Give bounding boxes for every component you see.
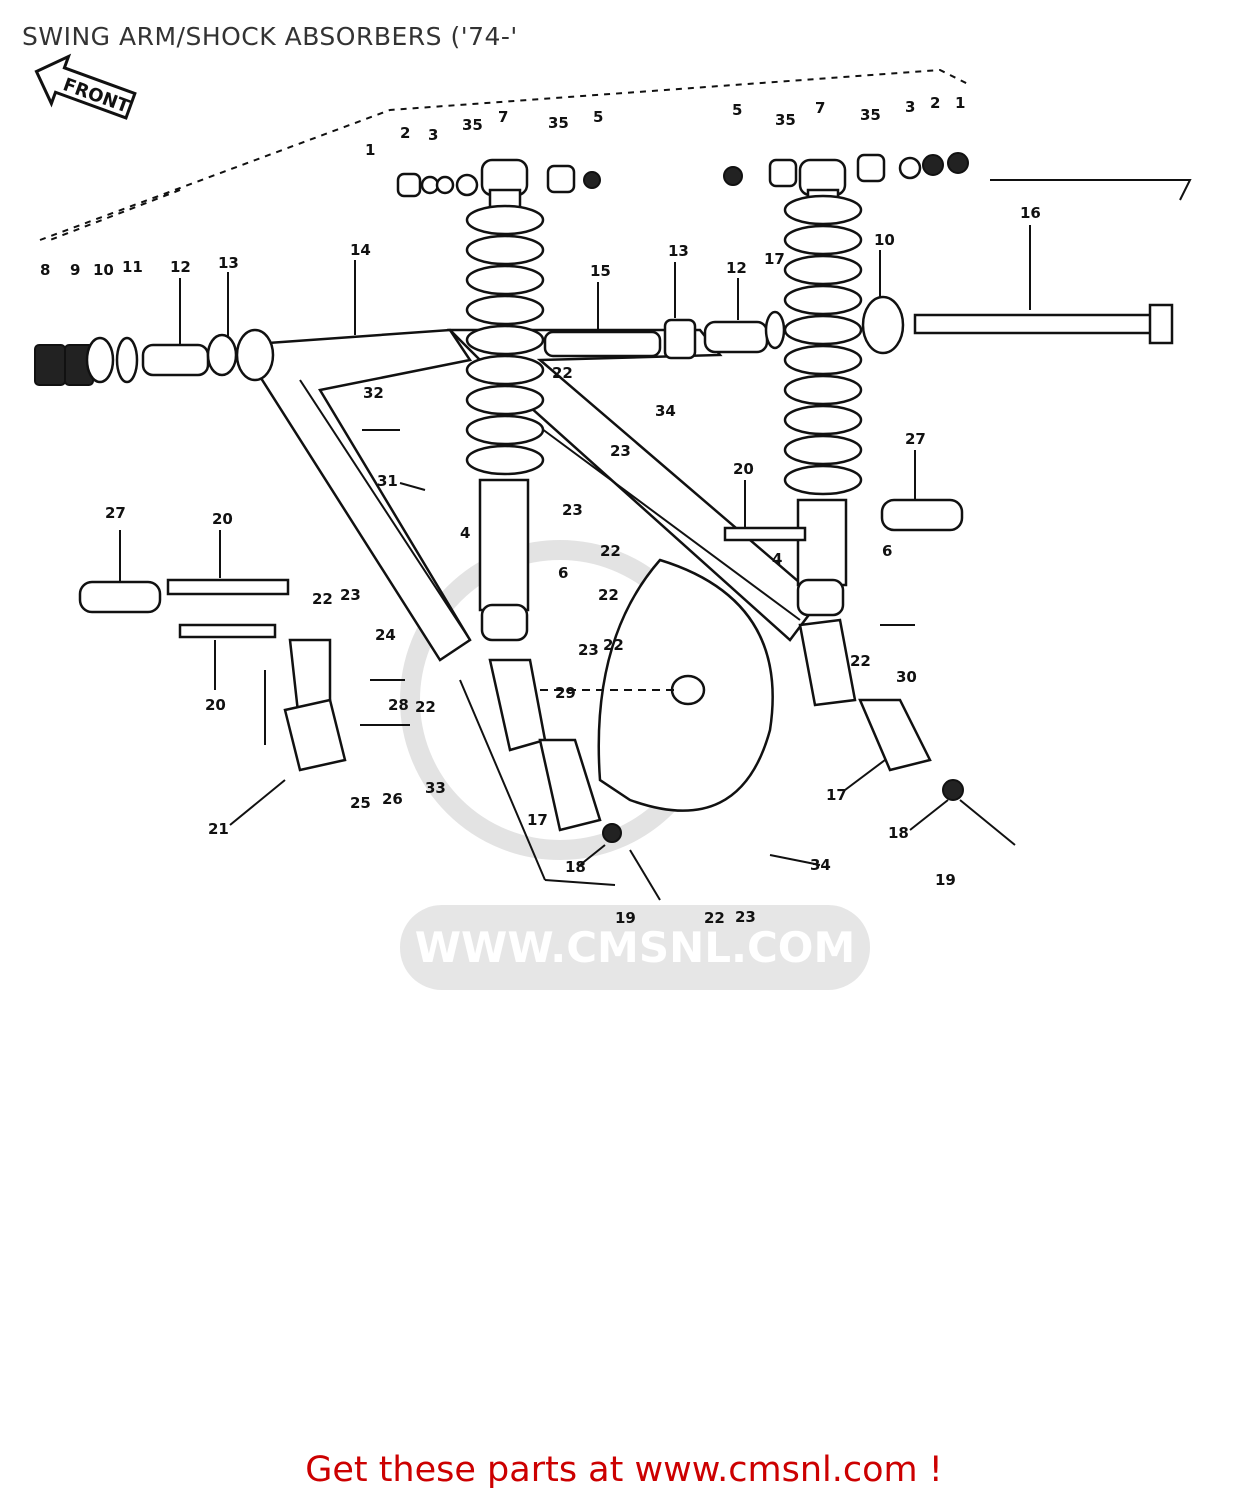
watermark-text: WWW.CMSNL.COM [415,923,856,972]
callout-label: 30 [896,668,917,686]
callout-label: 12 [726,259,747,277]
callout-label: 12 [170,258,191,276]
callout-label: 23 [562,501,583,519]
swing-arm [235,328,822,662]
callout-label: 26 [382,790,403,808]
callout-label: 22 [850,652,871,670]
callout-label: 22 [552,364,573,382]
callout-label: 25 [350,794,371,812]
callout-label: 5 [732,101,742,119]
callout-label: 21 [208,820,229,838]
callout-label: 19 [935,871,956,889]
callout-label: 34 [810,856,831,874]
callout-label: 22 [603,636,624,654]
brake-panel [540,558,774,812]
callout-label: 22 [312,590,333,608]
cmsnl-watermark: WWW.CMSNL.COM [400,540,870,990]
leader-lines [119,225,1031,886]
top-hardware [396,152,969,198]
callout-label: 20 [205,696,226,714]
callout-label: 27 [905,430,926,448]
adjuster-rods [166,526,807,639]
callout-label: 33 [425,779,446,797]
callout-label: 20 [212,510,233,528]
callout-label: 4 [772,550,782,568]
callout-label: 17 [764,250,785,268]
callout-label: 31 [377,472,398,490]
callout-label: 10 [93,261,114,279]
right-shock-absorber [783,158,863,617]
left-pivot-parts [34,333,238,386]
callout-label: 24 [375,626,396,644]
callout-label: 35 [548,114,569,132]
cta-suffix: ! [917,1450,943,1490]
callout-label: 8 [40,261,50,279]
callout-label: 14 [350,241,371,259]
bolts [360,429,1016,901]
callout-label: 17 [826,786,847,804]
callout-label: 23 [610,442,631,460]
callout-label: 7 [498,108,508,126]
collar-parts [543,310,786,360]
callout-label: 20 [733,460,754,478]
callout-label: 2 [400,124,410,142]
callout-label: 35 [775,111,796,129]
callout-label: 27 [105,504,126,522]
callout-label: 16 [1020,204,1041,222]
pivot-bolt [861,295,1174,355]
callout-label: 5 [593,108,603,126]
callout-label: 11 [122,258,143,276]
callout-label: 10 [874,231,895,249]
cta-prefix: Get these parts at [305,1450,635,1490]
swing-arm-exploded-diagram: WWW.CMSNL.COM FRONT [34,53,1192,990]
cmsnl-link[interactable]: www.cmsnl.com [634,1450,918,1490]
callout-label: 19 [615,909,636,927]
callout-label: 9 [70,261,80,279]
callout-label: 18 [888,824,909,842]
callout-label: 4 [460,524,470,542]
callout-label: 17 [527,811,548,829]
callout-label: 23 [735,908,756,926]
callout-label: 23 [578,641,599,659]
cta-banner: Get these parts at www.cmsnl.com ! [0,1450,1248,1490]
callout-label: 23 [340,586,361,604]
callout-label: 29 [555,684,576,702]
page-title: SWING ARM/SHOCK ABSORBERS ('74-' [22,22,518,51]
brackets [283,618,932,832]
callout-label: 22 [415,698,436,716]
left-shock-absorber [465,158,545,642]
callout-label: 2 [930,94,940,112]
callout-label: 18 [565,858,586,876]
callout-label: 35 [462,116,483,134]
callout-label: 1 [955,94,965,112]
callout-label: 35 [860,106,881,124]
callout-label: 3 [428,126,438,144]
callout-labels: 1 2 3 35 7 35 5 5 35 7 35 3 2 1 8 9 10 1… [40,94,1041,927]
callout-label: 6 [558,564,568,582]
callout-label: 22 [704,909,725,927]
callout-label: 22 [600,542,621,560]
callout-label: 22 [598,586,619,604]
callout-label: 28 [388,696,409,714]
callout-label: 32 [363,384,384,402]
callout-label: 3 [905,98,915,116]
chain-adjuster-springs [78,498,964,614]
callout-label: 7 [815,99,825,117]
callout-label: 13 [218,254,239,272]
callout-label: 34 [655,402,676,420]
callout-label: 13 [668,242,689,260]
callout-label: 1 [365,141,375,159]
callout-label: 6 [882,542,892,560]
callout-label: 15 [590,262,611,280]
front-arrow: FRONT [34,53,137,120]
